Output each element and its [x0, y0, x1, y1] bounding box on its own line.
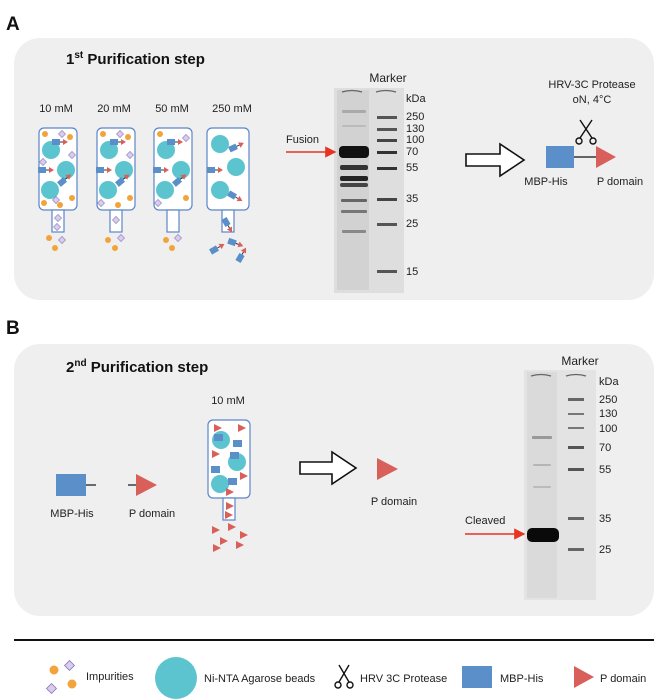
ladder-label: 15 — [406, 266, 418, 278]
ladder-label: 250 — [406, 111, 424, 123]
gel-b — [524, 370, 596, 600]
gel-b-marker-title: Marker — [561, 354, 598, 368]
column-label-50mm: 50 mM — [155, 103, 189, 115]
panel-b-title: 2nd Purification step — [66, 358, 208, 376]
p-domain-triangle — [596, 146, 616, 168]
legend-protease: HRV 3C Protease — [360, 673, 447, 685]
ladder-label: 55 — [406, 162, 418, 174]
ladder-label: 35 — [599, 513, 611, 525]
ladder-label: 25 — [599, 544, 611, 556]
legend-p: P domain — [600, 673, 646, 685]
fusion-label: Fusion — [286, 134, 319, 146]
ladder-label: 130 — [406, 123, 424, 135]
gel-a — [334, 88, 404, 293]
p-domain-triangle-b — [136, 474, 157, 496]
scissors-icon — [334, 664, 354, 689]
column-label-10mm: 10 mM — [39, 103, 73, 115]
process-arrow-a — [465, 142, 526, 178]
p-domain-label: P domain — [597, 176, 643, 188]
ladder-label: 100 — [406, 134, 424, 146]
p-domain-icon — [574, 666, 594, 688]
gel-a-kda: kDa — [406, 93, 426, 105]
panel-a-title: 1st Purification step — [66, 50, 205, 68]
column-label-20mm: 20 mM — [97, 103, 131, 115]
mbp-his-label: MBP-His — [524, 176, 568, 188]
gel-b-ladder-labels: 250 130 100 70 55 35 25 — [599, 394, 617, 556]
gel-a-ladder-labels: 250 130 100 70 55 35 25 15 — [406, 111, 424, 278]
p-domain-label-b: P domain — [129, 508, 175, 520]
column-label-250mm: 250 mM — [212, 103, 252, 115]
process-arrow-b — [299, 450, 358, 486]
mbp-his-box-b — [56, 474, 86, 496]
bead-icon — [155, 657, 197, 699]
column-b — [207, 419, 251, 552]
column-250mm — [206, 127, 250, 264]
ladder-label: 250 — [599, 394, 617, 406]
protease-conditions: oN, 4°C — [573, 94, 612, 106]
p-domain-product-label: P domain — [371, 496, 417, 508]
column-50mm — [152, 127, 193, 251]
ladder-label: 70 — [406, 146, 418, 158]
ladder-label: 35 — [406, 193, 418, 205]
legend-beads: Ni-NTA Agarose beads — [204, 673, 316, 685]
mbp-icon — [462, 666, 492, 688]
cleaved-label: Cleaved — [465, 515, 505, 527]
panel-b-letter: B — [6, 318, 20, 339]
impurities-icon — [45, 659, 77, 695]
protease-label: HRV-3C Protease — [548, 79, 635, 91]
legend-impurities: Impurities — [86, 671, 134, 683]
legend-mbp: MBP-His — [500, 673, 544, 685]
p-domain-product — [377, 458, 398, 480]
column-10mm — [37, 127, 78, 251]
ladder-label: 130 — [599, 408, 617, 420]
ladder-label: 55 — [599, 464, 611, 476]
mbp-his-label-b: MBP-His — [50, 508, 94, 520]
column-20mm — [95, 127, 136, 251]
gel-b-kda: kDa — [599, 376, 619, 388]
ladder-label: 25 — [406, 218, 418, 230]
ladder-label: 100 — [599, 423, 617, 435]
scissors-icon — [575, 119, 597, 145]
column-label-b: 10 mM — [211, 395, 245, 407]
panel-a-letter: A — [6, 14, 20, 35]
mbp-his-box — [546, 146, 574, 168]
gel-a-marker-title: Marker — [369, 71, 406, 85]
ladder-label: 70 — [599, 442, 611, 454]
